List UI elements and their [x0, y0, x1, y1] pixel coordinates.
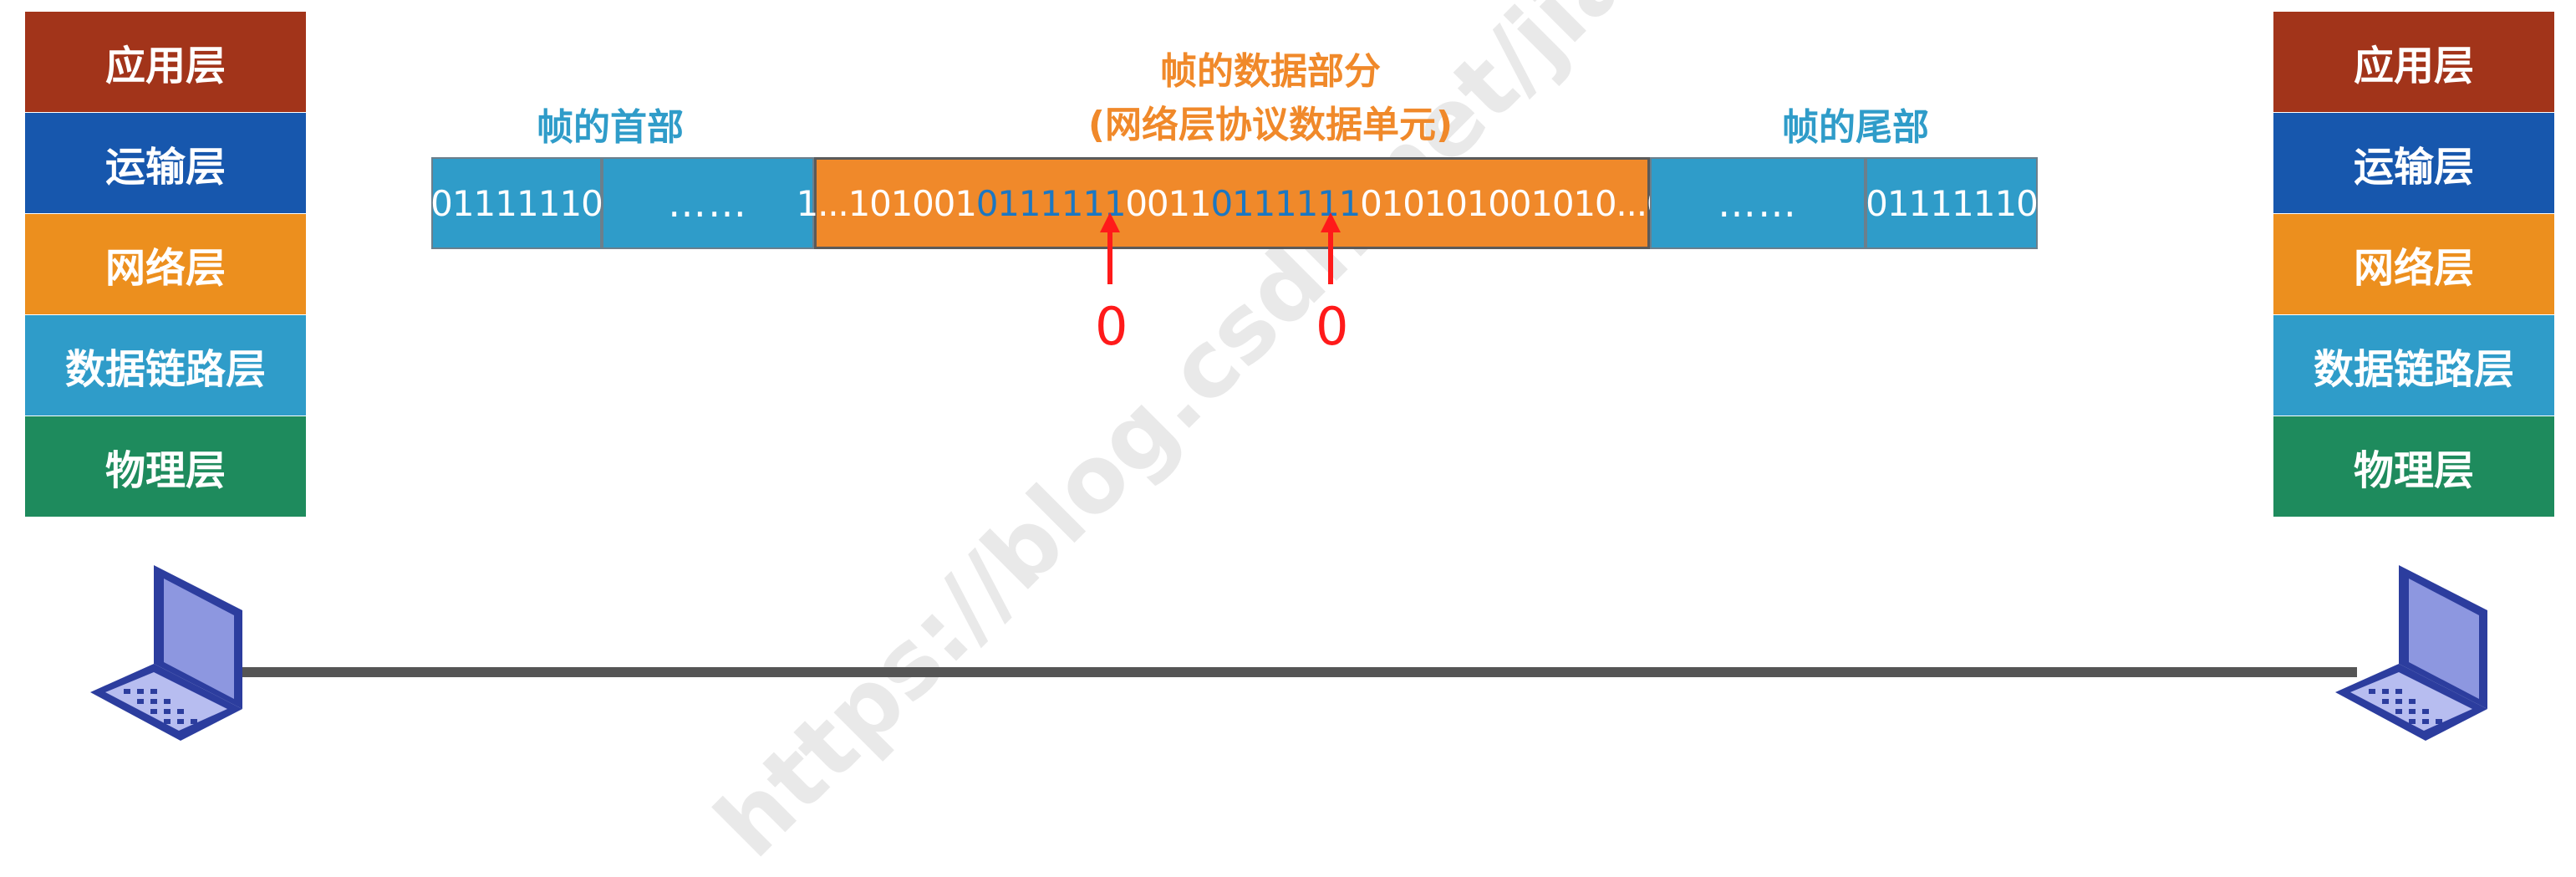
layer-physical: 物理层	[2273, 416, 2554, 517]
bits-segment: 10101001010...0	[1381, 182, 1669, 224]
bits-stuffed-zero: 0	[1125, 182, 1148, 224]
frame-data-subtitle: (网络层协议数据单元)	[1087, 104, 1453, 146]
layer-application: 应用层	[25, 12, 306, 112]
frame-trailer-body: ……	[1650, 157, 1866, 249]
layer-network: 网络层	[25, 214, 306, 314]
frame-trailer-label: 帧的尾部	[1782, 106, 1929, 149]
layer-data-link: 数据链路层	[25, 315, 306, 416]
bits-stuffed-zero: 0	[1360, 182, 1382, 224]
right-protocol-stack: 应用层 运输层 网络层 数据链路层 物理层	[2273, 12, 2554, 518]
layer-data-link: 数据链路层	[2273, 315, 2554, 416]
data-bits: 1...101001011111100110111111010101001010…	[796, 182, 1669, 224]
start-flag-bits: 01111110	[430, 182, 603, 224]
inserted-zero-2: 0	[1316, 296, 1349, 357]
layer-network: 网络层	[2273, 214, 2554, 314]
bits-segment: 1...101001	[796, 182, 977, 224]
inserted-zero-1: 0	[1095, 296, 1128, 357]
frame-data-part: 1...101001011111100110111111010101001010…	[797, 157, 1669, 249]
layer-application: 应用层	[2273, 12, 2554, 112]
frame-data-title: 帧的数据部分 (网络层协议数据单元)	[986, 45, 1555, 152]
frame: 01111110 …… 1...101001011111100110111111…	[430, 157, 2039, 249]
bits-segment: 011	[1146, 182, 1212, 224]
layer-physical: 物理层	[25, 416, 306, 517]
arrow-2	[1321, 212, 1341, 284]
layer-transport: 运输层	[25, 113, 306, 213]
frame-header-label: 帧的首部	[537, 106, 684, 149]
layer-transport: 运输层	[2273, 113, 2554, 213]
trailer-ellipsis: ……	[1718, 181, 1798, 226]
frame-data-title-line: 帧的数据部分	[1160, 50, 1381, 93]
frame-header-body: ……	[602, 157, 814, 249]
header-ellipsis: ……	[668, 181, 748, 226]
bits-flag-pattern: 0111111	[975, 182, 1127, 224]
annotation-layer	[90, 212, 2487, 741]
left-protocol-stack: 应用层 运输层 网络层 数据链路层 物理层	[25, 12, 306, 518]
start-flag: 01111110	[430, 157, 603, 249]
end-flag-bits: 01111110	[1866, 182, 2039, 224]
laptop-icon	[90, 565, 242, 741]
arrow-1	[1100, 212, 1120, 284]
laptop-icon	[2335, 565, 2487, 741]
end-flag: 01111110	[1866, 157, 2039, 249]
bits-flag-pattern: 0111111	[1210, 182, 1361, 224]
